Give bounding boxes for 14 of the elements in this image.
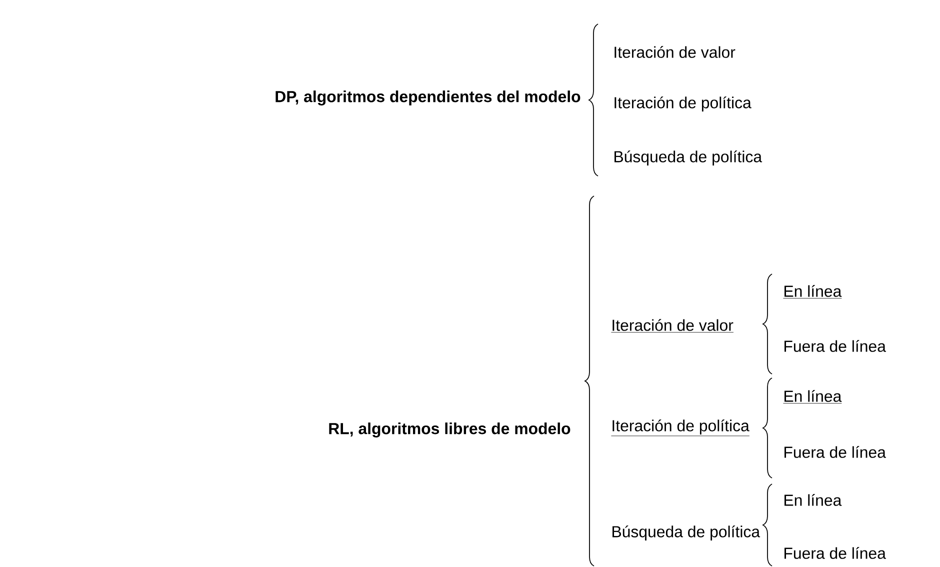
item-text: Fuera de línea bbox=[784, 547, 886, 559]
item-text: Fuera de línea bbox=[784, 446, 886, 458]
item-text: Fuera de línea bbox=[784, 340, 886, 352]
item-text: Búsqueda de política bbox=[612, 525, 760, 540]
item-text: Iteración de valor bbox=[611, 319, 734, 333]
item-text: Iteración de política bbox=[611, 419, 750, 436]
item-text: En línea bbox=[784, 494, 842, 506]
item-text: Iteración de valor bbox=[614, 46, 736, 58]
item-text: En línea bbox=[783, 285, 842, 299]
heading-text: DP, algoritmos dependientes del modelo bbox=[276, 90, 580, 106]
heading-text: RL, algoritmos libres de modelo bbox=[329, 422, 570, 438]
item-text: Búsqueda de política bbox=[614, 150, 762, 166]
item-text: Iteración de política bbox=[614, 96, 752, 112]
item-text: En línea bbox=[783, 390, 842, 404]
